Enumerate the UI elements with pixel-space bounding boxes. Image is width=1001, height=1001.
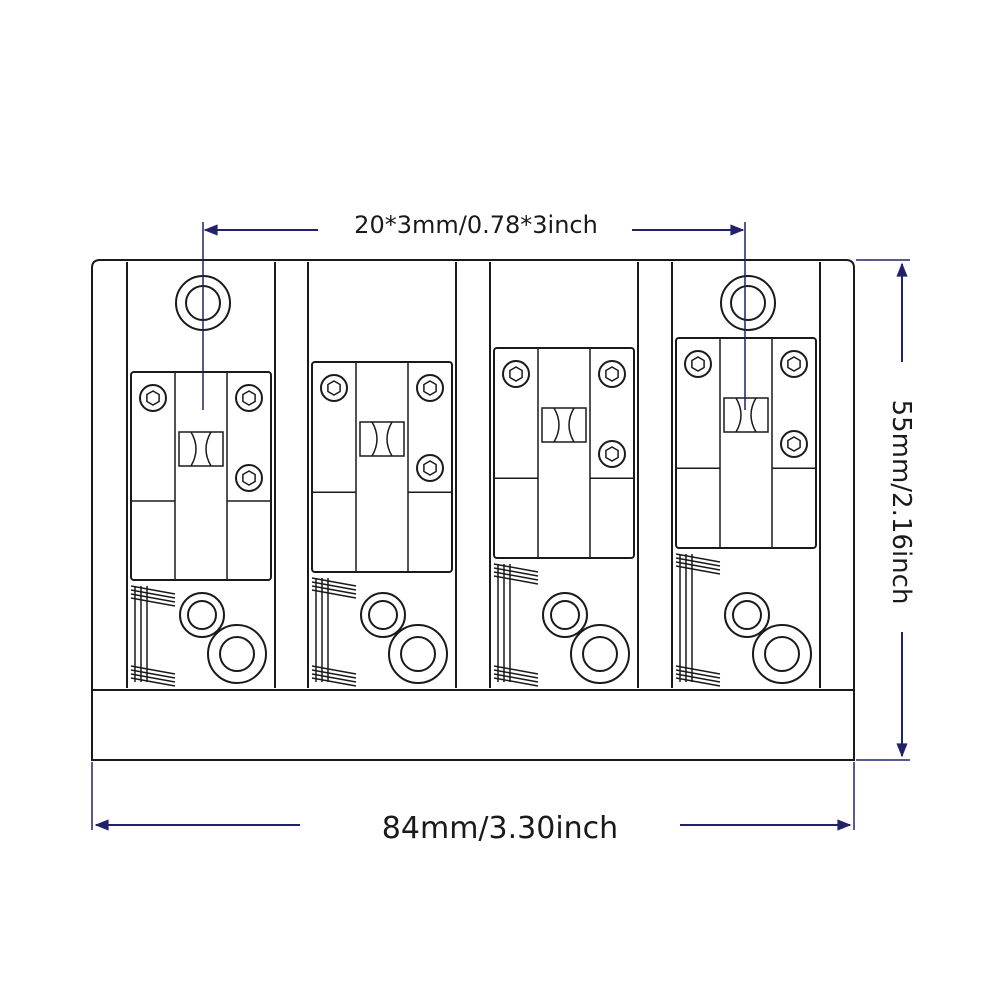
washer-icon	[724, 592, 770, 638]
string-slot-icon	[178, 431, 224, 467]
hex-screw-icon	[235, 384, 263, 412]
string-slot-icon	[723, 397, 769, 433]
washer-icon	[179, 592, 225, 638]
hex-screw-icon	[235, 464, 263, 492]
mounting-hole-icon	[720, 275, 776, 331]
spring-icon	[675, 553, 721, 687]
saddle-block	[311, 361, 453, 573]
saddle-unit-2	[307, 262, 457, 688]
front-lip	[91, 689, 855, 761]
washer-icon	[388, 624, 448, 684]
saddle-unit-3	[489, 262, 639, 688]
hex-screw-icon	[598, 360, 626, 388]
washer-icon	[752, 624, 812, 684]
hex-screw-icon	[320, 374, 348, 402]
string-slot-icon	[359, 421, 405, 457]
hex-screw-icon	[684, 350, 712, 378]
hex-screw-icon	[416, 454, 444, 482]
width-dimension: 84mm/3.30inch	[91, 762, 855, 846]
hex-screw-icon	[139, 384, 167, 412]
washer-icon	[360, 592, 406, 638]
saddle-block	[675, 337, 817, 549]
saddle-block	[493, 347, 635, 559]
hex-screw-icon	[502, 360, 530, 388]
height-dimension: 55mm/2.16inch	[856, 259, 916, 761]
bridge-body	[91, 259, 855, 761]
height-label: 55mm/2.16inch	[886, 400, 916, 605]
washer-icon	[542, 592, 588, 638]
hex-screw-icon	[780, 430, 808, 458]
hex-screw-icon	[416, 374, 444, 402]
hex-screw-icon	[780, 350, 808, 378]
spacing-label: 20*3mm/0.78*3inch	[354, 211, 598, 239]
washer-icon	[570, 624, 630, 684]
spring-icon	[311, 577, 357, 687]
saddle-group	[126, 262, 821, 688]
spring-icon	[130, 585, 176, 687]
spacing-dimension: 20*3mm/0.78*3inch	[202, 211, 746, 410]
saddle-unit-1	[126, 262, 276, 688]
washer-icon	[207, 624, 267, 684]
width-label: 84mm/3.30inch	[382, 811, 618, 846]
hex-screw-icon	[598, 440, 626, 468]
baseplate-outline	[91, 259, 855, 761]
saddle-block	[130, 371, 272, 581]
saddle-unit-4	[671, 262, 821, 688]
spring-icon	[493, 563, 539, 687]
string-slot-icon	[541, 407, 587, 443]
